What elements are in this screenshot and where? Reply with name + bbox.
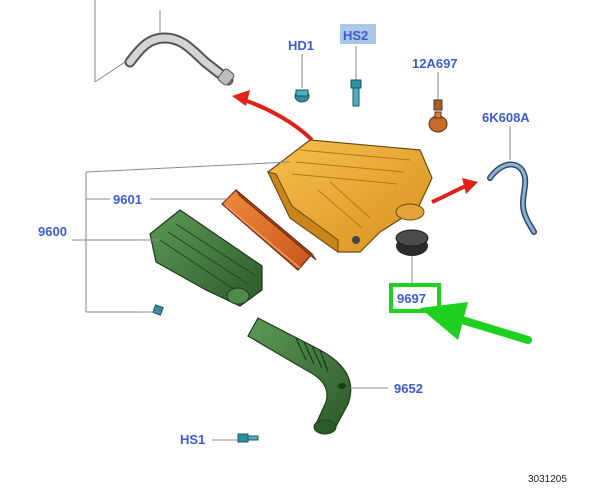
label-hd1: HD1: [288, 38, 314, 53]
label-hs1: HS1: [180, 432, 205, 447]
upper-hose: [124, 10, 235, 86]
hs2-badge: [340, 24, 376, 44]
air-cleaner-cover: [267, 139, 433, 253]
grommet-12a697: [428, 72, 448, 133]
figure-number: 3031205: [528, 474, 567, 485]
air-cleaner-lower-housing: [149, 209, 263, 307]
highlight-arrow: [420, 302, 532, 344]
leader-lines: [72, 161, 388, 441]
hd1-clip: [294, 54, 310, 103]
hs1-screw: [237, 433, 259, 443]
highlight-box-9697: [389, 283, 441, 313]
label-6k608a: 6K608A: [482, 110, 530, 125]
air-intake-duct-9652: [247, 317, 352, 435]
grommet-9697: [395, 229, 429, 284]
label-9697: 9697: [397, 291, 426, 306]
tube-6k608a: [487, 126, 537, 235]
label-hs2: HS2: [343, 28, 368, 43]
red-arrow-right: [431, 178, 478, 204]
label-12a697: 12A697: [412, 56, 458, 71]
label-9601: 9601: [113, 192, 142, 207]
hs2-screw: [350, 46, 362, 107]
label-9652: 9652: [394, 381, 423, 396]
air-filter-element-9601: [221, 189, 317, 271]
label-9600: 9600: [38, 224, 67, 239]
screw-lower-left: [152, 304, 164, 316]
red-arrow-upper: [232, 90, 314, 142]
